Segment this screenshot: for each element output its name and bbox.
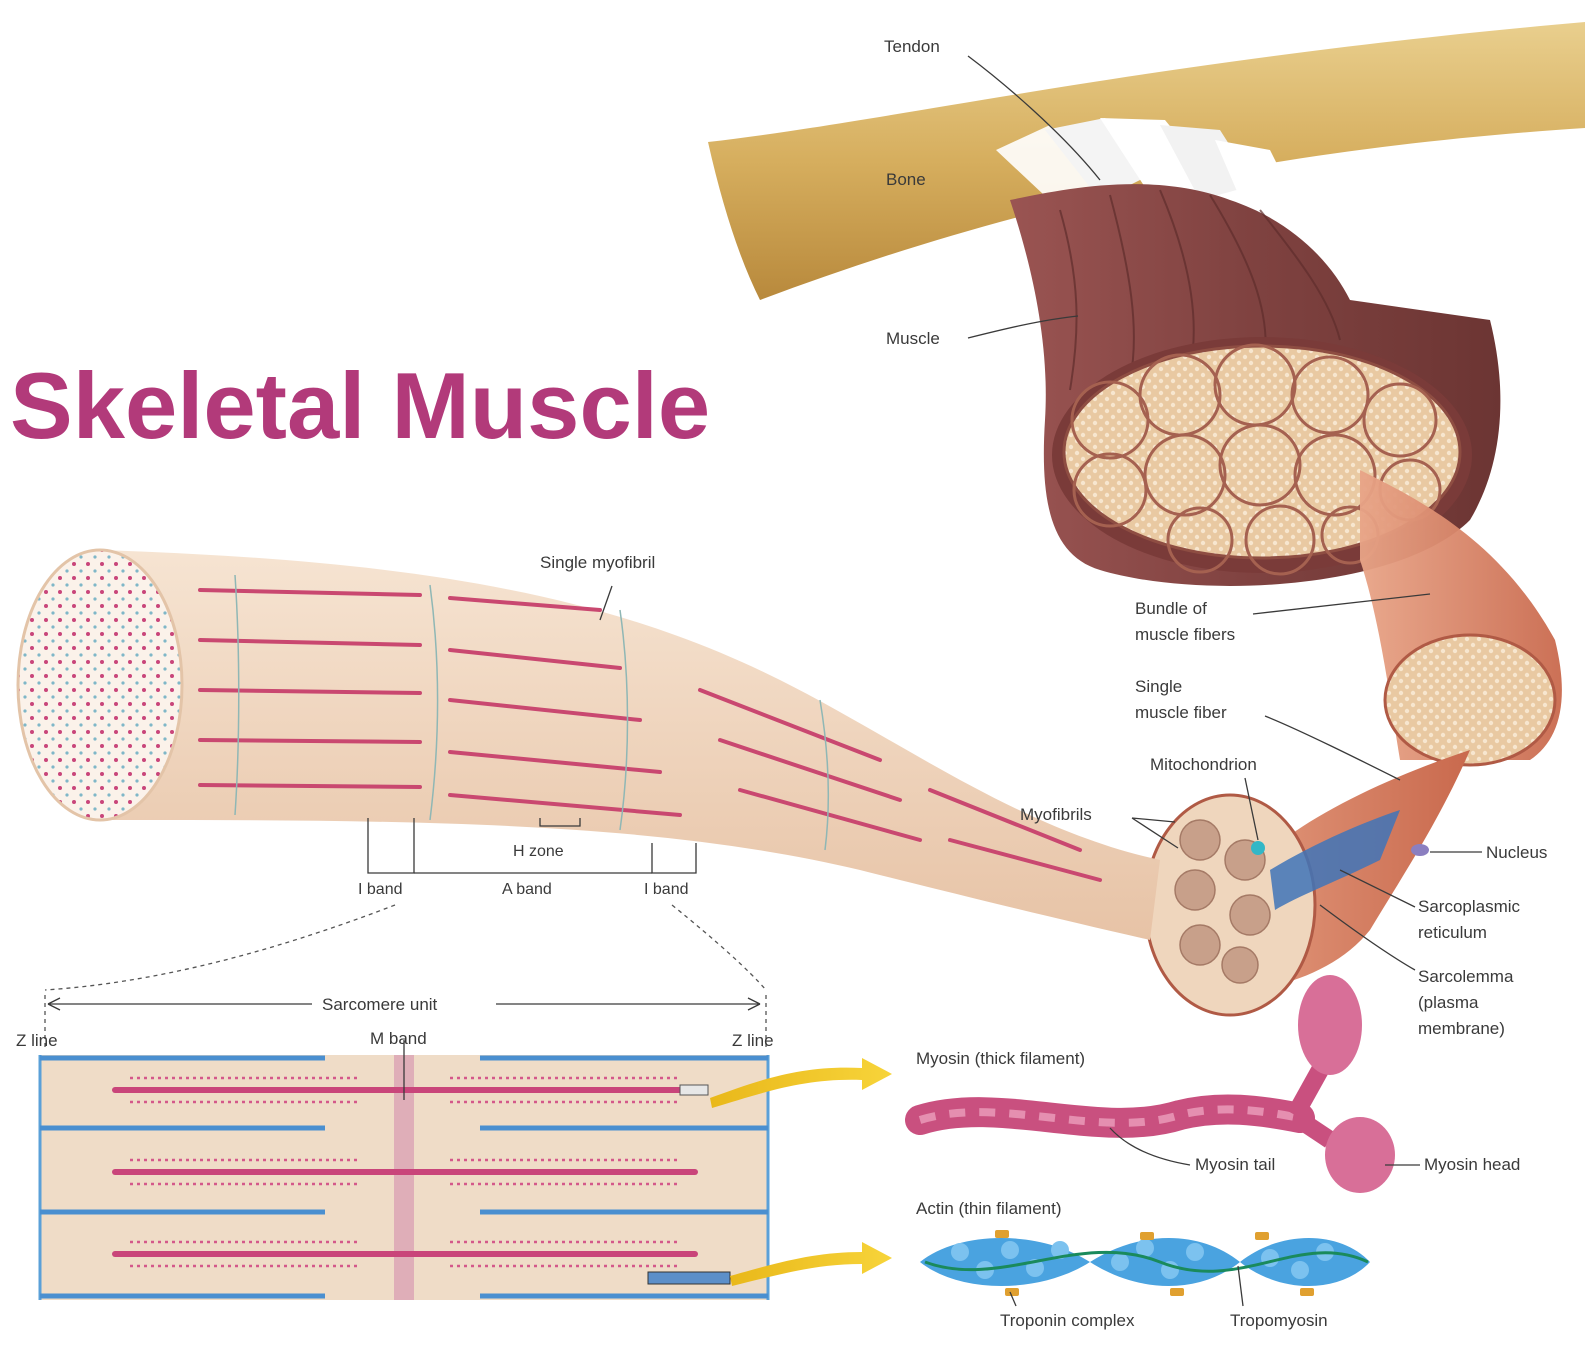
myosin-head-shape-1 <box>1298 975 1362 1075</box>
label-bundle-line2: muscle fibers <box>1135 625 1235 644</box>
label-myosin-tail: Myosin tail <box>1195 1155 1275 1174</box>
thick-filament-callout-box <box>680 1085 708 1095</box>
label-tropomyosin: Tropomyosin <box>1230 1311 1328 1330</box>
label-i-band-right: I band <box>644 881 688 898</box>
fiber-bundle-cross-section <box>1385 635 1555 765</box>
zoom-line-right <box>672 905 766 990</box>
label-myofibrils: Myofibrils <box>1020 805 1092 824</box>
label-sr-line2: reticulum <box>1418 923 1487 942</box>
label-bone: Bone <box>886 170 926 189</box>
zoom-line-left <box>45 905 395 990</box>
label-sarcolemma-line3: membrane) <box>1418 1019 1505 1038</box>
label-bundle-line1: Bundle of <box>1135 599 1207 618</box>
label-nucleus: Nucleus <box>1486 843 1547 862</box>
label-sarcolemma-line1: Sarcolemma <box>1418 967 1514 986</box>
label-muscle: Muscle <box>886 329 940 348</box>
label-i-band-left: I band <box>358 881 402 898</box>
label-single-fiber-line1: Single <box>1135 677 1182 696</box>
myofibril-cross-section <box>18 550 182 820</box>
label-single-fiber-line2: muscle fiber <box>1135 703 1227 722</box>
page-title: Skeletal Muscle <box>10 352 710 460</box>
label-myosin: Myosin (thick filament) <box>916 1049 1085 1068</box>
actin-filament <box>920 1230 1370 1296</box>
label-myosin-head: Myosin head <box>1424 1155 1520 1174</box>
label-actin: Actin (thin filament) <box>916 1199 1062 1218</box>
fiber-cross-section <box>1145 795 1315 1015</box>
nucleus-shape <box>1411 844 1429 856</box>
myosin-head-shape-2 <box>1325 1117 1395 1193</box>
label-sarcolemma-line2: (plasma <box>1418 993 1479 1012</box>
label-m-band: M band <box>370 1029 427 1048</box>
label-single-myofibril: Single myofibril <box>540 553 655 572</box>
myofibril-shape <box>100 550 1160 940</box>
label-z-line-left: Z line <box>16 1031 58 1050</box>
label-tendon: Tendon <box>884 37 940 56</box>
label-h-zone: H zone <box>513 843 564 860</box>
label-sarcomere-unit: Sarcomere unit <box>322 995 438 1014</box>
mitochondrion-shape <box>1251 841 1265 855</box>
thin-filament-callout-box <box>648 1272 730 1284</box>
label-troponin-complex: Troponin complex <box>1000 1311 1135 1330</box>
label-mitochondrion: Mitochondrion <box>1150 755 1257 774</box>
label-a-band: A band <box>502 881 552 898</box>
myosin-molecule <box>920 975 1395 1193</box>
label-sr-line1: Sarcoplasmic <box>1418 897 1521 916</box>
label-z-line-right: Z line <box>732 1031 774 1050</box>
